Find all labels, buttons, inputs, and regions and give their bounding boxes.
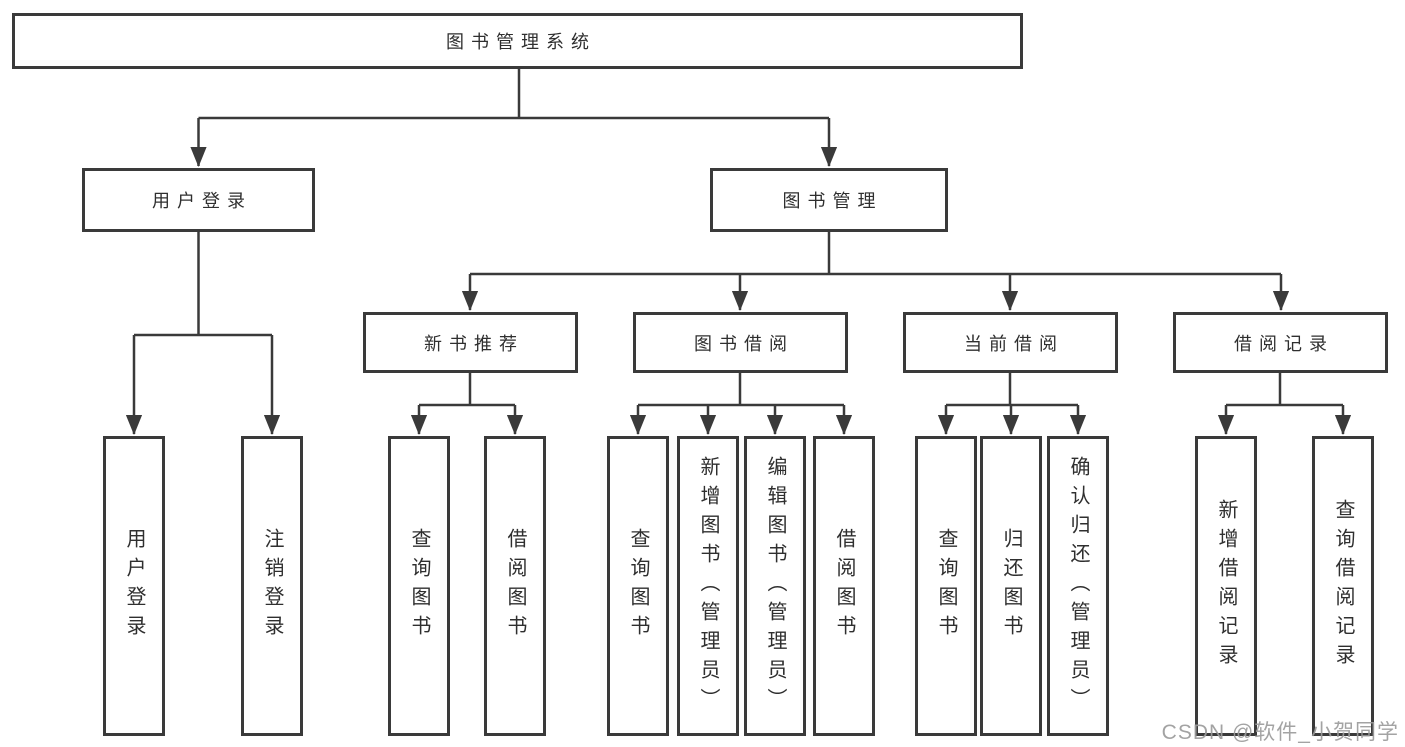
node-add-books-admin: 新增图书（管理员） (677, 436, 739, 736)
node-confirm-return-admin: 确认归还（管理员） (1047, 436, 1109, 736)
node-book-management: 图书管理 (710, 168, 948, 232)
node-query-books-current: 查询图书 (915, 436, 977, 736)
node-return-books: 归还图书 (980, 436, 1042, 736)
watermark: CSDN @软件_小贺同学 (1161, 721, 1399, 744)
node-new-book-recommend: 新书推荐 (363, 312, 578, 373)
node-edit-books-admin: 编辑图书（管理员） (744, 436, 806, 736)
node-query-books-recommend: 查询图书 (388, 436, 450, 736)
node-leaf-logout: 注销登录 (241, 436, 303, 736)
node-current-borrowing: 当前借阅 (903, 312, 1118, 373)
node-user-login: 用户登录 (82, 168, 315, 232)
node-borrow-books-borrowing: 借阅图书 (813, 436, 875, 736)
node-leaf-user-login: 用户登录 (103, 436, 165, 736)
node-book-borrowing: 图书借阅 (633, 312, 848, 373)
node-library-management-system: 图书管理系统 (12, 13, 1023, 69)
node-add-borrow-record: 新增借阅记录 (1195, 436, 1257, 736)
node-borrow-books-recommend: 借阅图书 (484, 436, 546, 736)
node-query-books-borrowing: 查询图书 (607, 436, 669, 736)
node-borrow-records: 借阅记录 (1173, 312, 1388, 373)
node-query-borrow-record: 查询借阅记录 (1312, 436, 1374, 736)
